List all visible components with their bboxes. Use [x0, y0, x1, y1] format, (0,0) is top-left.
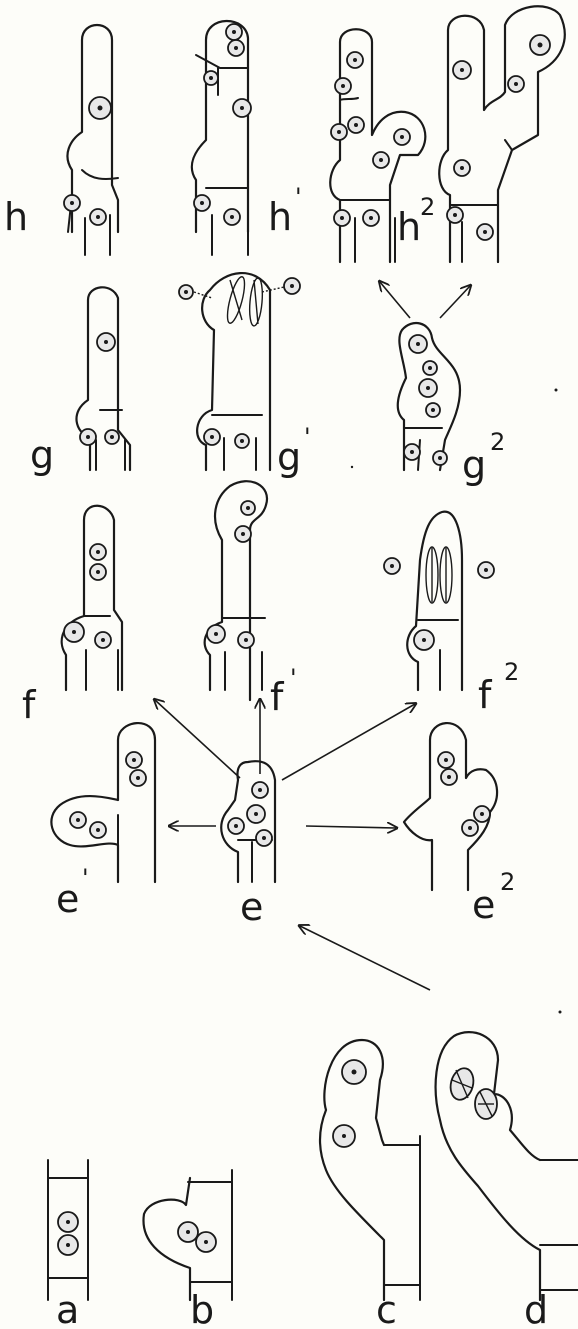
label-h2-sup: 2 [420, 193, 435, 221]
label-f: f [22, 683, 37, 727]
label-e2-sup: 2 [500, 868, 515, 896]
label-b: b [190, 1288, 214, 1329]
stray-dot [554, 388, 558, 392]
arrow-e-to-f2 [281, 704, 415, 781]
stray-dot [350, 465, 354, 469]
stage-g1: g ' [178, 272, 311, 479]
label-e1: e [56, 877, 79, 921]
stage-e2: e 2 [402, 722, 515, 927]
label-e1-sup: ' [82, 864, 89, 892]
label-g1: g [277, 435, 301, 479]
stage-d: d [434, 1031, 578, 1329]
stage-h3 [438, 5, 566, 264]
label-h2: h [397, 205, 421, 249]
label-g1-sup: ' [304, 423, 311, 451]
arrow-d-to-e [300, 926, 431, 991]
stage-h1: h ' [190, 19, 302, 256]
stage-e1: e ' [50, 722, 157, 921]
label-c: c [376, 1288, 397, 1329]
label-d: d [524, 1288, 548, 1329]
arrow-g2-to-h3 [439, 286, 470, 319]
label-h1: h [268, 195, 292, 239]
stage-h: h [4, 24, 120, 256]
label-g2-sup: 2 [490, 428, 505, 456]
stage-e: e [220, 760, 277, 929]
label-h: h [4, 195, 28, 239]
label-f1: f [270, 675, 285, 719]
stage-c: c [318, 1038, 421, 1329]
stage-g2: g 2 [396, 321, 505, 487]
stage-g: g [30, 286, 132, 477]
stage-f2: f 2 [383, 510, 519, 717]
label-f2-sup: 2 [504, 658, 519, 686]
label-f1-sup: ' [290, 664, 297, 692]
label-f2: f [478, 673, 493, 717]
stage-a: a [47, 1159, 89, 1329]
stray-dot [558, 1010, 562, 1014]
stage-f: f [22, 504, 124, 727]
label-g2: g [462, 443, 486, 487]
label-a: a [56, 1288, 79, 1329]
arrow-g2-to-h2 [380, 282, 411, 319]
stage-b: b [142, 1169, 233, 1329]
stage-f1: f ' [203, 480, 297, 719]
label-h1-sup: ' [295, 183, 302, 211]
arrow-e-to-e2 [305, 826, 396, 828]
stage-h2: h 2 [329, 28, 435, 264]
label-e: e [240, 885, 263, 929]
arrow-e-to-f [155, 700, 241, 779]
label-g: g [30, 433, 54, 477]
label-e2: e [472, 883, 495, 927]
